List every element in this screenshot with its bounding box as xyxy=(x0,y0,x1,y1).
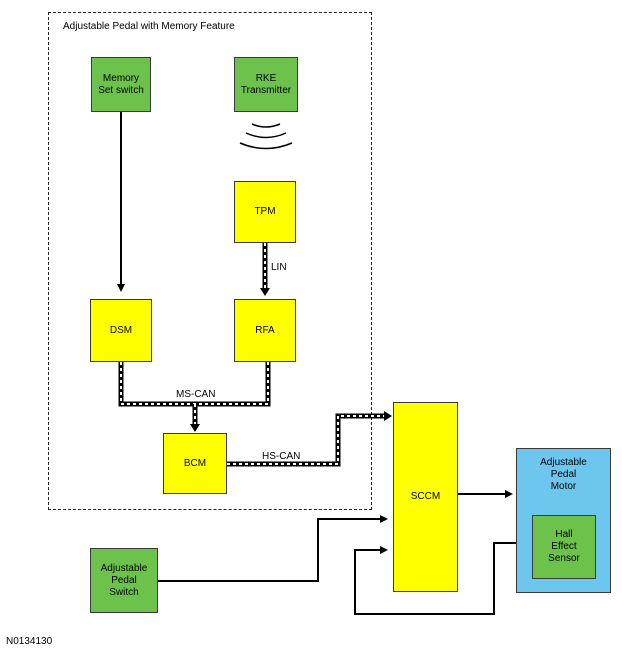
ms-can-bus-label: MS-CAN xyxy=(176,389,216,400)
rfa-box: RFA xyxy=(234,299,296,362)
frame-title: Adjustable Pedal with Memory Feature xyxy=(63,21,235,32)
bcm-label: BCM xyxy=(183,457,207,469)
pedal-switch-to-sccm-wire xyxy=(158,515,388,582)
hs-can-bus-label: HS-CAN xyxy=(262,451,301,462)
hs-can-bus-light xyxy=(227,415,384,465)
adjustable-pedal-motor-label: Adjustable Pedal Motor xyxy=(540,457,587,492)
memory-set-switch-box: Memory Set switch xyxy=(91,57,151,112)
memory-set-switch-label: Memory Set switch xyxy=(98,72,144,96)
dsm-label: DSM xyxy=(109,324,133,336)
hall-sensor-feedback-wire xyxy=(354,542,532,615)
figure-id: N0134130 xyxy=(6,636,53,647)
rfa-label: RFA xyxy=(255,324,275,336)
adjustable-pedal-switch-label: Adjustable Pedal Switch xyxy=(100,562,148,598)
adjustable-pedal-switch-box: Adjustable Pedal Switch xyxy=(90,548,158,613)
lin-bus-arrowhead xyxy=(260,288,270,296)
hall-effect-sensor-box: Hall Effect Sensor xyxy=(532,515,596,579)
sccm-box: SCCM xyxy=(393,402,458,592)
ms-can-arrowhead xyxy=(190,424,200,432)
tpm-label: TPM xyxy=(254,206,276,217)
hs-can-bus-dark xyxy=(227,413,384,467)
hs-can-arrowhead xyxy=(384,411,392,421)
sccm-label: SCCM xyxy=(410,491,441,502)
rke-transmitter-box: RKE Transmitter xyxy=(234,57,298,112)
bcm-box: BCM xyxy=(163,433,227,494)
hall-effect-sensor-label: Hall Effect Sensor xyxy=(548,529,580,564)
tpm-box: TPM xyxy=(234,181,296,243)
feature-boundary-frame xyxy=(48,12,372,510)
wireless-signal-icon xyxy=(239,123,293,150)
dsm-box: DSM xyxy=(90,299,152,362)
lin-bus-label: LIN xyxy=(271,262,287,273)
rke-transmitter-label: RKE Transmitter xyxy=(240,72,292,96)
